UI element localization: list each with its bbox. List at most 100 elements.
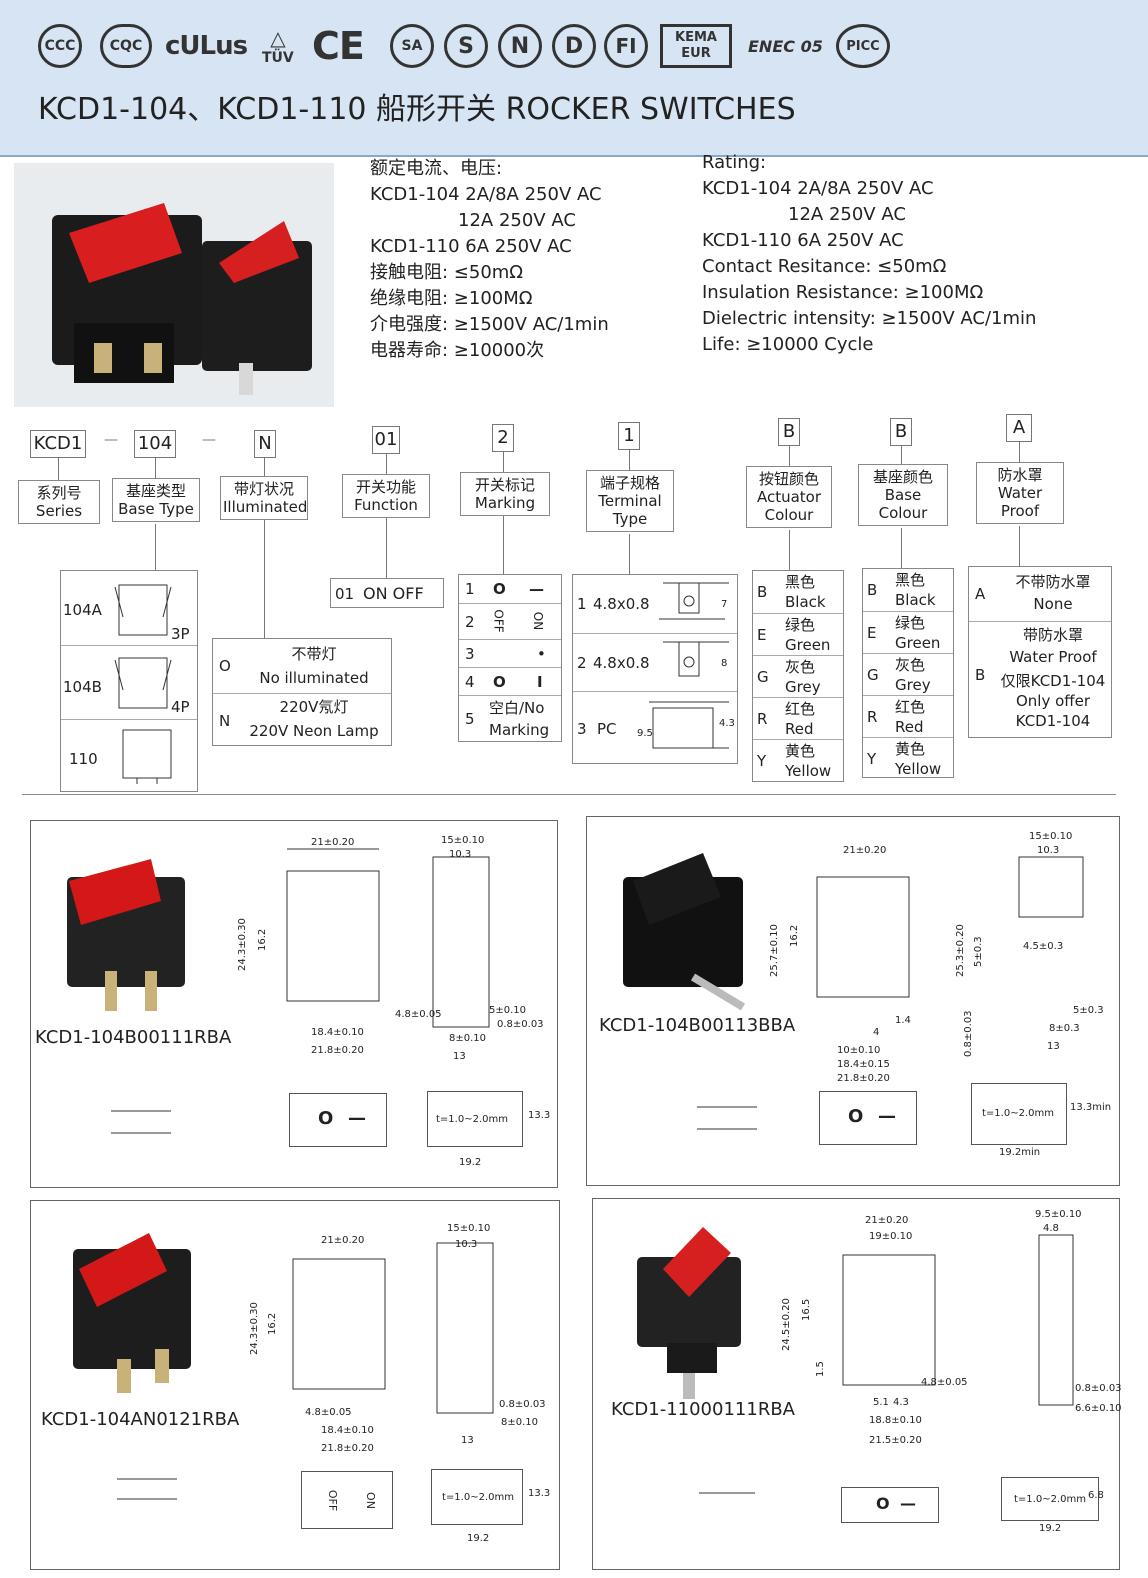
code-separator: — xyxy=(202,432,216,448)
n-cert-icon: N xyxy=(498,24,542,68)
terminal-quick-connect-icon: 7 xyxy=(659,582,729,620)
base-code: 110 xyxy=(69,750,98,768)
code-illuminated: N xyxy=(254,430,276,458)
colour-code: Y xyxy=(757,752,767,770)
svg-text:4.8: 4.8 xyxy=(1043,1223,1059,1234)
svg-text:15±0.10: 15±0.10 xyxy=(441,835,484,846)
model-number: KCD1-104B00113BBA xyxy=(599,1015,796,1036)
code-separator: — xyxy=(104,432,118,448)
model-number: KCD1-104B00111RBA xyxy=(35,1027,232,1048)
svg-text:4.3: 4.3 xyxy=(719,718,735,729)
spec-line: 介电强度: ≥1500V AC/1min xyxy=(370,314,609,335)
svg-text:15±0.10: 15±0.10 xyxy=(447,1223,490,1234)
colour-cn: 黄色 xyxy=(895,740,926,758)
colour-en: Grey xyxy=(895,676,931,694)
connector-line xyxy=(386,518,387,578)
colour-cn: 红色 xyxy=(895,698,926,716)
waterproof-code: B xyxy=(975,666,986,684)
terminal-no: 3 xyxy=(577,720,587,738)
d-cert-icon: D xyxy=(552,24,596,68)
connector-line xyxy=(789,446,790,466)
svg-text:10±0.10: 10±0.10 xyxy=(837,1045,880,1056)
code-actuator-colour: B xyxy=(778,418,800,446)
cutout-width: 19.2 xyxy=(467,1533,490,1544)
specs-cn: 额定电流、电压: KCD1-104 2A/8A 250V AC 12A 250V… xyxy=(370,156,609,364)
table-row: N 220V氖灯 220V Neon Lamp xyxy=(213,693,391,747)
enec-cert-icon: ENEC 05 xyxy=(748,36,823,56)
svg-text:10.3: 10.3 xyxy=(449,849,471,860)
connector-line xyxy=(901,528,902,568)
table-row: 2 OFF ON xyxy=(459,603,561,639)
code-water-proof: A xyxy=(1006,414,1032,442)
circuit-symbol-icon xyxy=(111,1110,171,1134)
colour-code: Y xyxy=(867,750,877,768)
connector-line xyxy=(789,530,790,570)
cutout-width: 19.2min xyxy=(999,1147,1041,1158)
base-code: 104B xyxy=(63,678,102,696)
svg-text:5±0.3: 5±0.3 xyxy=(973,936,984,967)
function-code: 01 xyxy=(335,585,355,603)
svg-text:18.8±0.10: 18.8±0.10 xyxy=(869,1415,922,1426)
cutout-height: 6.8 xyxy=(1088,1490,1104,1501)
dimension-drawing-icon: 21±0.20 19±0.10 24.5±0.20 16.5 1.5 5.1 4… xyxy=(781,1209,1122,1446)
svg-text:8: 8 xyxy=(721,658,727,669)
water-proof-table: A 不带防水罩 None B 带防水罩 Water Proof 仅限KCD1-1… xyxy=(968,566,1112,738)
model-number: KCD1-11000111RBA xyxy=(611,1399,795,1420)
function-label: ON OFF xyxy=(363,584,424,603)
switch-face: OFF ON xyxy=(301,1471,393,1529)
waterproof-line: 仅限KCD1-104 xyxy=(1000,672,1106,690)
svg-text:21.8±0.20: 21.8±0.20 xyxy=(837,1073,890,1084)
spec-line: KCD1-110 6A 250V AC xyxy=(702,230,904,251)
colour-cn: 绿色 xyxy=(895,614,926,632)
cutout-width: 19.2 xyxy=(459,1157,482,1168)
spec-line: Dielectric intensity: ≥1500V AC/1min xyxy=(702,308,1037,329)
connector-line xyxy=(901,446,902,464)
svg-text:21±0.20: 21±0.20 xyxy=(311,837,354,848)
illum-cn: 220V氖灯 xyxy=(279,698,349,716)
code-series: KCD1 xyxy=(30,430,86,458)
svg-text:25.7±0.10: 25.7±0.10 xyxy=(769,924,780,977)
colour-code: B xyxy=(757,583,768,601)
cutout-height: 13.3min xyxy=(1070,1102,1112,1113)
svg-text:10.3: 10.3 xyxy=(1037,845,1059,856)
table-row: 104B 4P xyxy=(61,645,197,719)
svg-text:18.4±0.10: 18.4±0.10 xyxy=(321,1425,374,1436)
table-row: 110 xyxy=(61,719,197,793)
connector-line xyxy=(503,452,504,472)
switch-photo-icon xyxy=(67,859,185,1011)
illum-code: N xyxy=(219,712,231,730)
svg-text:24.3±0.30: 24.3±0.30 xyxy=(249,1302,260,1355)
circuit-symbol-icon xyxy=(117,1478,177,1500)
table-row: 2 4.8x0.8 8 xyxy=(573,633,737,691)
connector-line xyxy=(264,458,265,478)
code-terminal: 1 xyxy=(618,422,640,450)
svg-text:21.5±0.20: 21.5±0.20 xyxy=(869,1435,922,1446)
spec-line: 12A 250V AC xyxy=(458,210,576,231)
base-code: 104A xyxy=(63,601,102,619)
table-row: 3 • xyxy=(459,639,561,667)
sa-cert-icon: SA xyxy=(390,24,434,68)
svg-text:16.5: 16.5 xyxy=(801,1299,812,1321)
spec-line: Life: ≥10000 Cycle xyxy=(702,334,874,355)
svg-text:0.8±0.03: 0.8±0.03 xyxy=(497,1019,544,1030)
svg-text:16.2: 16.2 xyxy=(789,925,800,947)
terminal-spec: 4.8x0.8 xyxy=(593,595,650,613)
connector-line xyxy=(264,520,265,638)
table-row: O 不带灯 No illuminated xyxy=(213,639,391,693)
drawing-panel-3: KCD1-104AN0121RBA 21±0.20 24.3±0.30 16.2… xyxy=(30,1200,560,1570)
marking-symbol-b: ON xyxy=(531,611,546,631)
ul-cert-icon: cULus xyxy=(165,31,248,61)
svg-text:9.5: 9.5 xyxy=(637,728,653,739)
spec-line: 电器寿命: ≥10000次 xyxy=(370,340,545,361)
colour-cn: 黑色 xyxy=(785,573,816,591)
product-photo xyxy=(14,163,334,407)
